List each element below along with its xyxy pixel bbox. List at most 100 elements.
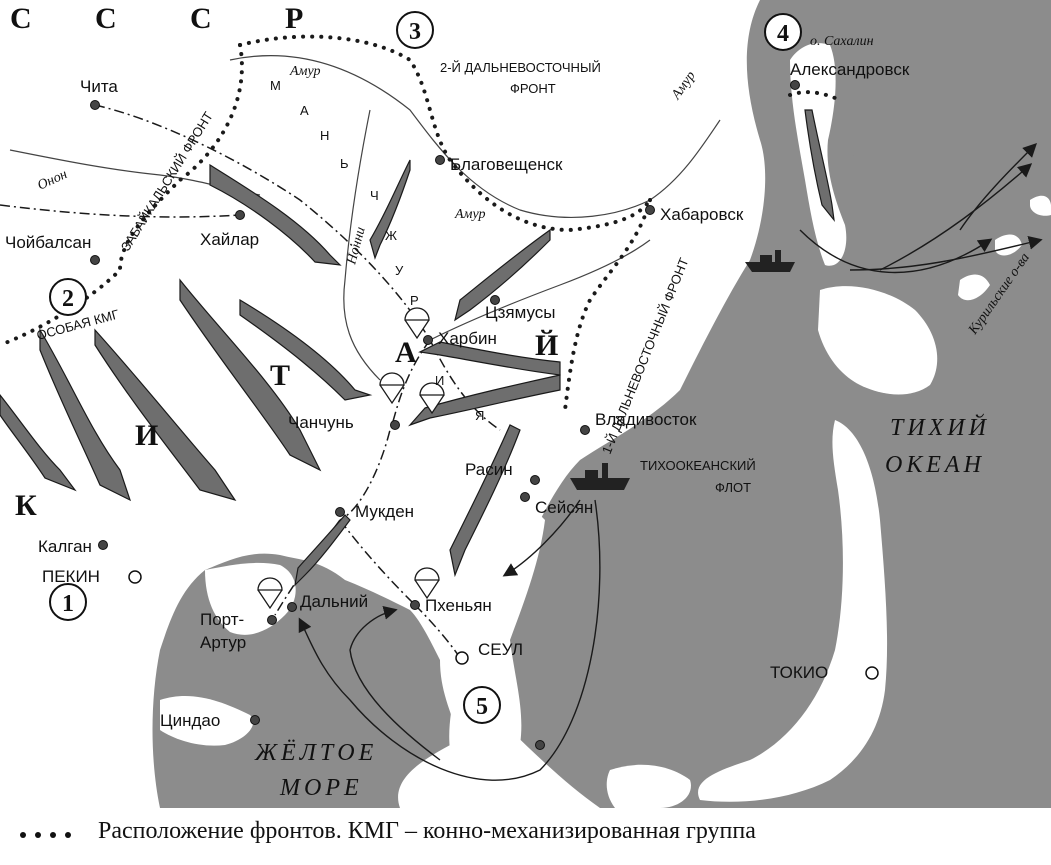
- amur-label: Амур: [289, 64, 321, 79]
- manchuria-letter: У: [395, 263, 404, 278]
- city-label-changchun: Чанчунь: [288, 413, 354, 432]
- pacific-fleet-label: ТИХООКЕАНСКИЙ: [640, 458, 756, 473]
- city-dot-port-arthur: [267, 615, 277, 625]
- city-label-jiamusi: Цзямусы: [485, 303, 555, 322]
- first-far-eastern-front-line: [563, 198, 652, 412]
- china-letter: Т: [270, 359, 290, 392]
- second-far-eastern-front-label: ФРОНТ: [510, 81, 556, 96]
- naval-arrow-kurils-1: [799, 229, 993, 274]
- city-labels: Чита Благовещенск Хабаровск Александровс…: [5, 60, 910, 730]
- honshu-island: [698, 420, 888, 802]
- arrow-dalny-direction: [294, 514, 351, 587]
- marker-4-label: 4: [777, 21, 789, 47]
- parachute-icon: [257, 577, 283, 610]
- capital-dot-seoul: [455, 651, 469, 665]
- naval-arrow-kurils-2: [879, 163, 1033, 271]
- ussr-letter: С: [95, 2, 117, 35]
- naval-arrow-to-rasin: [502, 499, 581, 577]
- manchuria-letter: А: [300, 103, 309, 118]
- warship-icon: [745, 250, 795, 272]
- city-label-vladivostok: Владивосток: [595, 410, 697, 429]
- china-letter: И: [135, 419, 158, 452]
- second-far-eastern-front-line: [238, 34, 652, 233]
- city-label-seishin: Сейсян: [535, 498, 593, 517]
- sea-areas: [152, 0, 1051, 808]
- arrow-amur-1: [369, 159, 411, 260]
- city-label-harbin: Харбин: [438, 329, 497, 348]
- city-dot-vladivostok: [580, 425, 590, 435]
- shandong-peninsula: [160, 695, 254, 746]
- city-dot-qingdao: [250, 715, 260, 725]
- manchuria-letter: Н: [320, 128, 329, 143]
- numbered-markers: 1 2 3 4 5: [49, 11, 802, 724]
- region-labels: С С С Р М А Н Ь Ч Ж У Р И Я К И Т А Й: [10, 2, 558, 522]
- arrow-changchun-direction: [239, 298, 373, 401]
- city-label-blagoveshchensk: Благовещенск: [450, 155, 563, 174]
- amur-river: [229, 55, 721, 219]
- pacific-label: ТИХИЙ: [890, 414, 990, 441]
- sea-okhotsk: [820, 0, 1051, 190]
- pacific-label: ОКЕАН: [885, 452, 985, 478]
- city-dot-khabarovsk: [645, 205, 655, 215]
- legend: Расположение фронтов. КМГ – конно-механи…: [0, 808, 1051, 865]
- marker-5-label: 5: [476, 694, 488, 720]
- city-label-kalgan: Калган: [38, 537, 92, 556]
- city-label-beijing: ПЕКИН: [42, 567, 100, 586]
- parachute-icon: [414, 567, 440, 600]
- railway-line-1: [94, 104, 501, 431]
- transbaikal-front-line: [0, 43, 244, 347]
- nonni-river: [343, 109, 381, 381]
- marker-4: 4: [764, 13, 802, 51]
- manchuria-letter: Ч: [370, 188, 379, 203]
- naval-arrow-to-pyongyang: [349, 605, 441, 761]
- kyushu-island: [606, 764, 691, 808]
- marker-3-label: 3: [409, 19, 421, 45]
- city-dot-rasin: [530, 475, 540, 485]
- city-dot-pyongyang: [410, 600, 420, 610]
- city-dot-blagoveshchensk: [435, 155, 445, 165]
- arrow-primorye-2: [418, 341, 561, 376]
- legend-text: Расположение фронтов. КМГ – конно-механи…: [98, 818, 756, 844]
- city-label-port-arthur: Артур: [200, 633, 246, 652]
- ussr-letter: С: [190, 2, 212, 35]
- capital-markers: [128, 570, 879, 680]
- manchuria-letter: Р: [410, 293, 419, 308]
- sea-labels: ТИХИЙ ОКЕАН ЖЁЛТОЕ МОРЕ: [254, 414, 990, 801]
- marker-5: 5: [463, 686, 501, 724]
- amur-label: Амур: [454, 207, 486, 222]
- marker-1-label: 1: [62, 591, 74, 617]
- city-label-dalny: Дальний: [300, 592, 368, 611]
- pacific-fleet-label: ФЛОТ: [715, 480, 751, 495]
- city-label-mukden: Мукден: [355, 502, 414, 521]
- naval-arrow-kurils-4: [959, 143, 1037, 231]
- marker-2: 2: [49, 278, 87, 316]
- city-dot-changchun: [390, 420, 400, 430]
- city-label-chita: Чита: [80, 77, 118, 96]
- map-canvas: С С С Р М А Н Ь Ч Ж У Р И Я К И Т А Й ТИ…: [0, 0, 1051, 808]
- city-markers: [90, 80, 800, 750]
- arrow-hailar-direction: [209, 163, 342, 266]
- china-letter: К: [15, 489, 37, 522]
- city-label-khabarovsk: Хабаровск: [660, 205, 744, 224]
- hokkaido-island: [818, 286, 938, 395]
- marker-1: 1: [49, 583, 87, 621]
- manchuria-letter: Ж: [385, 228, 397, 243]
- parachute-icon: [419, 382, 445, 415]
- city-dot-mukden: [335, 507, 345, 517]
- offensive-arrows: [0, 109, 835, 587]
- city-dot-kalgan: [98, 540, 108, 550]
- railway-line-4: [339, 519, 416, 606]
- ussr-letter: Р: [285, 2, 303, 35]
- city-label-aleksandrovsk: Александровск: [790, 60, 910, 79]
- manchuria-letter: М: [270, 78, 281, 93]
- ussr-letter: С: [10, 2, 32, 35]
- arrow-sakhalin: [804, 109, 835, 223]
- city-dot-aleksandrovsk: [790, 80, 800, 90]
- railway-line-6: [0, 204, 241, 218]
- parachute-icon: [404, 307, 430, 340]
- city-dot-dalny: [287, 602, 297, 612]
- legend-dotted-line-icon: [20, 832, 71, 838]
- arrow-primorye-1: [408, 374, 561, 427]
- manchuria-letter: И: [435, 373, 444, 388]
